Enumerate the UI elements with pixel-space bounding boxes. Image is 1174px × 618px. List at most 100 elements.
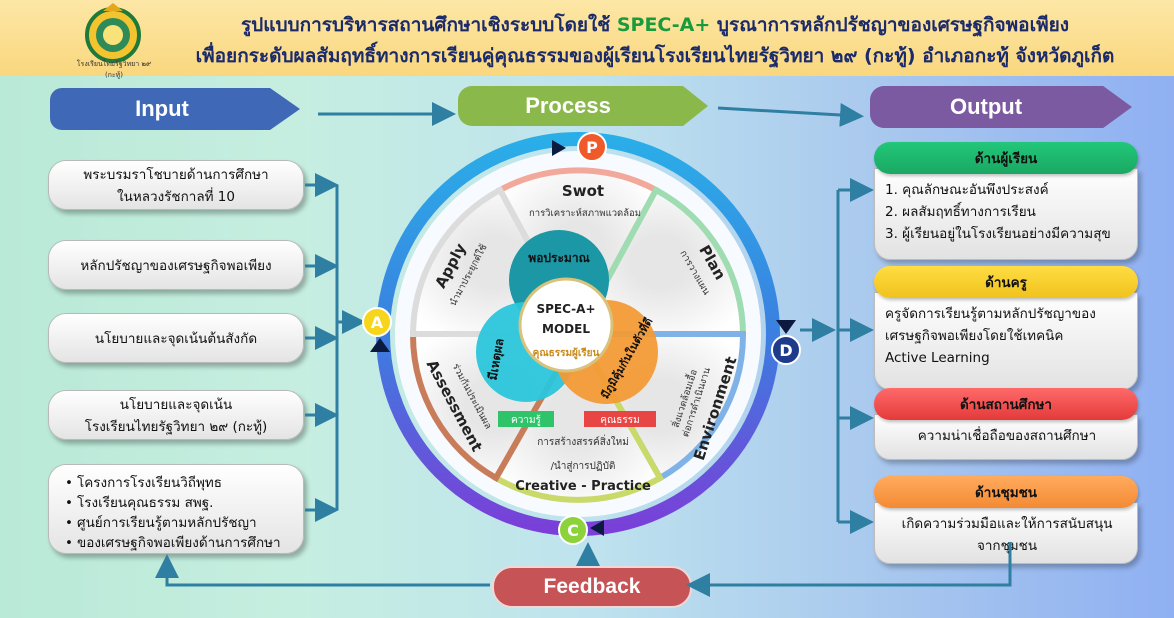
label-assessment-group: Assessment ร่วมกันประเมินผล — [423, 357, 494, 455]
wedge-assessment — [409, 331, 584, 483]
label-env-sub2: ต่อการดำเนินงาน — [680, 366, 713, 439]
output-item: 3. ผู้เรียนอยู่ในโรงเรียนอย่างมีความสุข — [885, 226, 1111, 242]
school-logo — [85, 3, 141, 63]
output-head-student: ด้านผู้เรียน — [874, 142, 1138, 174]
label-apply-group: Apply นำมาประยุกต์ใช้ — [431, 240, 490, 308]
input-box-line: นโยบายและจุดเน้นต้นสังกัด — [94, 331, 258, 347]
letter-c-badge — [558, 515, 588, 545]
header-banner: โรงเรียนไทยรัฐวิทยา ๒๙ (กะทู้) รูปแบบการ… — [0, 0, 1174, 79]
wedge-swot — [495, 167, 661, 341]
output-item: เศรษฐกิจพอเพียงโดยใช้เทคนิค — [885, 328, 1064, 344]
arrow-process-output — [717, 102, 864, 127]
model-title: SPEC-A+ — [536, 302, 595, 316]
letter-a-badge — [362, 307, 392, 337]
input-box-line: โรงเรียนไทยรัฐวิทยา ๒๙ (กะทู้) — [84, 419, 268, 435]
core-top-label: พอประมาณ — [528, 251, 589, 265]
model-subtitle: MODEL — [542, 322, 590, 336]
input-box-line: ในหลวงรัชกาลที่ 10 — [117, 189, 235, 205]
letter-p: P — [586, 138, 598, 157]
core-cyan-circle — [476, 302, 576, 402]
input-box-sufficiency: หลักปรัชญาของเศรษฐกิจพอเพียง — [48, 240, 304, 290]
input-box-school-policy: นโยบายและจุดเน้น โรงเรียนไทยรัฐวิทยา ๒๙ … — [48, 390, 304, 440]
model-caption: คุณธรรมผู้เรียน — [533, 347, 600, 360]
input-box-line: นโยบายและจุดเน้น — [119, 397, 233, 413]
ring-arrowhead-bottom — [590, 520, 604, 536]
label-plan-title: Plan — [695, 242, 729, 283]
input-box-line: หลักปรัชญาของเศรษฐกิจพอเพียง — [80, 258, 272, 274]
core-orange-circle — [554, 300, 658, 404]
output-item: ครูจัดการเรียนรู้ตามหลักปรัชญาของ — [885, 306, 1096, 322]
output-item: ความน่าเชื่อถือของสถานศึกษา — [917, 428, 1097, 444]
list-item-cont: ของเศรษฐกิจพอเพียงด้านการศึกษา — [77, 535, 281, 551]
output-head-community: ด้านชุมชน — [874, 476, 1138, 508]
cycle-wedges — [409, 167, 747, 503]
letter-d: D — [779, 341, 792, 360]
label-assessment-title: Assessment — [423, 357, 486, 455]
wedge-environment — [572, 331, 747, 483]
label-plan-group: Plan การวางแผน — [677, 242, 729, 297]
letter-c: C — [567, 521, 579, 540]
cycle-background — [395, 151, 761, 517]
letter-d-badge — [771, 335, 801, 365]
title-part-b: บูรณาการหลักปรัชญาของเศรษฐกิจพอเพียง — [710, 14, 1070, 36]
title-part-a: รูปแบบการบริหารสถานศึกษาเชิงระบบโดยใช้ — [240, 14, 617, 36]
output-head-teacher: ด้านครู — [874, 266, 1138, 298]
wedge-creative — [491, 327, 665, 503]
output-body-school: ความน่าเชื่อถือของสถานศึกษา — [874, 414, 1138, 460]
label-assessment-sub: ร่วมกันประเมินผล — [450, 362, 494, 431]
page-title-line1: รูปแบบการบริหารสถานศึกษาเชิงระบบโดยใช้ S… — [150, 10, 1160, 40]
ring-arrowhead-left — [370, 338, 390, 352]
ring-arrowhead-right — [776, 320, 796, 334]
output-card-teacher: ด้านครู ครูจัดการเรียนรู้ตามหลักปรัชญาขอ… — [874, 266, 1138, 390]
wedge-apply — [409, 185, 584, 337]
tag-knowledge: ความรู้ — [511, 414, 542, 426]
label-swot-title: Swot — [562, 182, 604, 200]
input-box-projects: โครงการโรงเรียนวิถีพุทธ โรงเรียนคุณธรรม … — [48, 464, 304, 554]
label-apply-title: Apply — [431, 240, 470, 291]
output-body-community: เกิดความร่วมมือและให้การสนับสนุน จากชุมช… — [874, 502, 1138, 564]
title-highlight: SPEC-A+ — [616, 14, 711, 36]
output-card-school: ด้านสถานศึกษา ความน่าเชื่อถือของสถานศึกษ… — [874, 388, 1138, 460]
label-plan-sub: การวางแผน — [677, 248, 712, 297]
input-connectors — [305, 173, 366, 522]
letter-a: A — [371, 313, 384, 332]
output-banner: Output — [870, 86, 1132, 128]
ring-arrowhead-top — [552, 140, 566, 156]
input-box-royal-policy: พระบรมราโชบายด้านการศึกษา ในหลวงรัชกาลที… — [48, 160, 304, 210]
label-creative-sub2: /นำสู่การปฏิบัติ — [551, 461, 616, 472]
list-item: โรงเรียนคุณธรรม สพฐ. — [65, 493, 303, 513]
model-center — [518, 277, 614, 373]
tag-knowledge-bg — [498, 411, 554, 427]
label-creative-sub1: การสร้างสรรค์สิ่งใหม่ — [537, 434, 629, 448]
input-box-agency-policy: นโยบายและจุดเน้นต้นสังกัด — [48, 313, 304, 363]
output-item: 2. ผลสัมฤทธิ์ทางการเรียน — [885, 204, 1036, 220]
input-banner: Input — [50, 88, 300, 130]
logo-caption: โรงเรียนไทยรัฐวิทยา ๒๙ (กะทู้) — [76, 60, 152, 79]
label-apply-sub: นำมาประยุกต์ใช้ — [447, 242, 490, 308]
output-card-community: ด้านชุมชน เกิดความร่วมมือและให้การสนับสน… — [874, 476, 1138, 564]
projects-list: โครงการโรงเรียนวิถีพุทธ โรงเรียนคุณธรรม … — [49, 473, 303, 553]
output-item: จากชุมชน — [976, 538, 1038, 554]
output-connectors — [800, 178, 874, 534]
label-env-title: Environment — [690, 354, 740, 462]
list-item: ศูนย์การเรียนรู้ตามหลักปรัชญา — [65, 513, 303, 533]
input-box-line: พระบรมราโชบายด้านการศึกษา — [83, 167, 269, 183]
wedge-plan — [572, 185, 747, 337]
core-left-label: มีเหตุผล — [486, 337, 508, 381]
feedback-banner: Feedback — [492, 566, 692, 608]
process-banner: Process — [458, 86, 708, 126]
label-creative-title: Creative - Practice — [515, 479, 651, 494]
pdca-ring — [376, 132, 780, 536]
output-head-school: ด้านสถานศึกษา — [874, 388, 1138, 420]
label-env-sub1: สิ่งแวดล้อมเอื้อ — [669, 368, 700, 430]
list-item: โครงการโรงเรียนวิถีพุทธ — [65, 473, 303, 493]
tag-morality: คุณธรรม — [600, 415, 639, 426]
label-environment-group: Environment สิ่งแวดล้อมเอื้อ ต่อการดำเนิ… — [669, 354, 741, 462]
output-item: Active Learning — [885, 350, 990, 366]
output-item: 1. คุณลักษณะอันพึงประสงค์ — [885, 182, 1049, 198]
output-body-teacher: ครูจัดการเรียนรู้ตามหลักปรัชญาของ เศรษฐก… — [874, 292, 1138, 390]
page-title-line2: เพื่อยกระดับผลสัมฤทธิ์ทางการเรียนคู่คุณธ… — [195, 45, 1115, 67]
output-body-student: 1. คุณลักษณะอันพึงประสงค์ 2. ผลสัมฤทธิ์ท… — [874, 168, 1138, 260]
letter-p-badge — [577, 132, 607, 162]
list-item: ของเศรษฐกิจพอเพียงด้านการศึกษา — [65, 533, 303, 553]
